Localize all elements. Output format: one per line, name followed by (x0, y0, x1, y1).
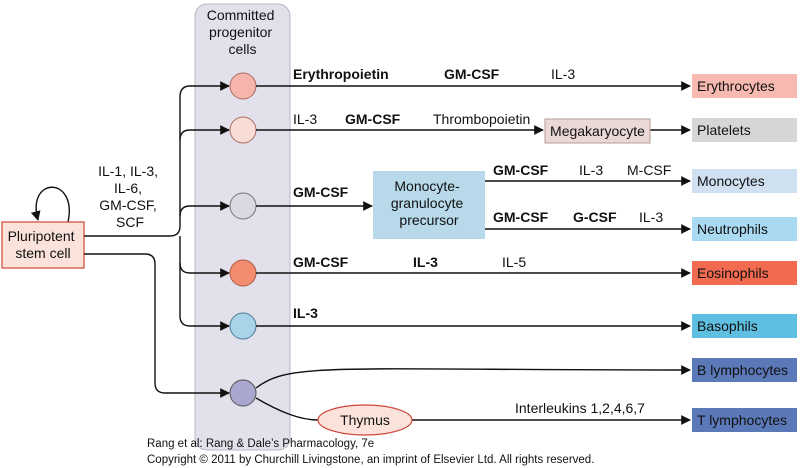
target-box-erythrocytes (692, 74, 797, 98)
stem-cell-box (1, 221, 85, 269)
factor-myeloid-gmcsf: GM-CSF (293, 184, 349, 200)
factor-neut-gcsf: G-CSF (573, 209, 617, 225)
megakaryocyte-box (544, 118, 651, 144)
stem-factors-line-3: GM-CSF, (99, 197, 157, 213)
factor-eos-il5: IL-5 (502, 254, 526, 270)
target-basophils: Basophils (697, 318, 758, 334)
progenitor-cell-erythroid (229, 72, 257, 100)
factor-mono-mcsf: M-CSF (627, 162, 671, 178)
precursor-box (373, 171, 485, 239)
column-title: Committed progenitor cells (207, 7, 279, 57)
factor-t-interleukins: Interleukins 1,2,4,6,7 (515, 400, 645, 416)
column-title-line-3: cells (228, 41, 256, 57)
progenitor-cell-megakaryocyte (229, 116, 257, 144)
stem-factors-line-1: IL-1, IL-3, (98, 163, 158, 179)
self-renewal-arrow (30, 186, 70, 223)
progenitor-column (194, 3, 291, 451)
caption-copyright: Copyright © 2011 by Churchill Livingston… (147, 454, 594, 466)
stem-cell-label: Pluripotent stem cell (8, 228, 79, 261)
factor-eos-gmcsf: GM-CSF (293, 254, 349, 270)
factor-thrombopoietin: Thrombopoietin (433, 111, 530, 127)
stem-factors: IL-1, IL-3, IL-6, GM-CSF, SCF (98, 163, 162, 230)
target-box-monocytes (692, 169, 797, 193)
factor-plt-il3: IL-3 (293, 111, 317, 127)
precursor-line-1: Monocyte- (394, 178, 460, 194)
precursor-line-2: granulocyte (391, 195, 464, 211)
row-arrows (255, 81, 691, 425)
target-b-lymphocytes: B lymphocytes (697, 362, 788, 378)
factor-neut-gmcsf: GM-CSF (493, 209, 549, 225)
column-title-line-2: progenitor (209, 24, 272, 40)
branch-lines (84, 81, 230, 398)
precursor-label: Monocyte- granulocyte precursor (391, 178, 467, 228)
target-box-neutrophils (692, 217, 797, 241)
stem-factors-line-4: SCF (116, 214, 144, 230)
progenitor-cell-lymphoid (229, 379, 257, 407)
factor-neut-il3: IL-3 (639, 209, 663, 225)
target-box-basophils (692, 314, 797, 338)
target-box-eosinophils (692, 261, 797, 285)
factor-ery-gmcsf: GM-CSF (444, 66, 500, 82)
thymus-label: Thymus (340, 412, 390, 428)
stem-factors-line-2: IL-6, (114, 180, 142, 196)
target-neutrophils: Neutrophils (697, 221, 768, 237)
progenitor-cell-eosinophil (229, 259, 257, 287)
target-box-platelets (692, 118, 797, 142)
factor-baso-il3: IL-3 (293, 305, 318, 321)
stem-cell-line-2: stem cell (15, 245, 70, 261)
target-monocytes: Monocytes (697, 173, 765, 189)
target-box-b-lymphocytes (692, 358, 797, 382)
thymus-node (317, 404, 413, 436)
factor-ery-il3: IL-3 (551, 66, 575, 82)
factor-plt-gmcsf: GM-CSF (345, 111, 401, 127)
column-title-line-1: Committed (207, 7, 275, 23)
progenitor-cell-basophil (229, 312, 257, 340)
caption-source: Rang et al: Rang & Dale’s Pharmacology, … (147, 438, 374, 450)
factor-mono-il3: IL-3 (579, 162, 603, 178)
target-box-t-lymphocytes (692, 408, 797, 432)
target-t-lymphocytes: T lymphocytes (697, 412, 787, 428)
precursor-line-3: precursor (399, 212, 458, 228)
factor-mono-gmcsf: GM-CSF (493, 162, 549, 178)
target-platelets: Platelets (697, 122, 751, 138)
target-erythrocytes: Erythrocytes (697, 78, 775, 94)
target-eosinophils: Eosinophils (697, 265, 769, 281)
stem-cell-line-1: Pluripotent (8, 228, 75, 244)
factor-eos-il3: IL-3 (413, 254, 438, 270)
progenitor-cell-myeloid (229, 192, 257, 220)
factor-erythropoietin: Erythropoietin (293, 66, 389, 82)
megakaryocyte-label: Megakaryocyte (550, 123, 645, 139)
